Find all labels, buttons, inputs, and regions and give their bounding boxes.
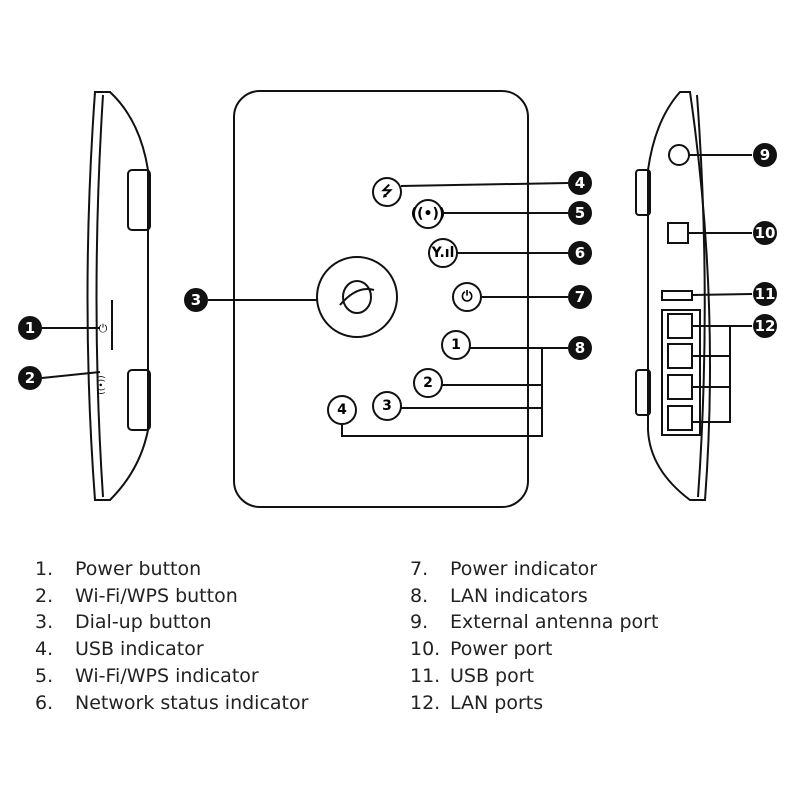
legend-item: 4. USB indicator <box>35 636 308 663</box>
legend-num: 5. <box>35 664 54 687</box>
svg-text:1: 1 <box>25 319 35 337</box>
signal-icon: Y.ıl <box>431 245 455 261</box>
lan-port <box>667 405 693 431</box>
power-button-icon[interactable]: ⏻ <box>99 322 108 335</box>
callout-12: 12 <box>753 314 777 338</box>
callout-6: 6 <box>568 241 592 265</box>
lan-port <box>667 313 693 339</box>
legend-label: External antenna port <box>450 611 659 634</box>
callout-10: 10 <box>753 221 777 245</box>
legend-item: 1. Power button <box>35 556 308 583</box>
callout-2: 2 <box>18 366 42 390</box>
legend-item: 8. LAN indicators <box>410 583 658 610</box>
legend-label: LAN indicators <box>450 584 588 607</box>
callout-8: 8 <box>568 336 592 360</box>
legend-num: 12. <box>410 691 441 714</box>
callout-3: 3 <box>184 288 208 312</box>
right-side-view <box>635 91 711 501</box>
callout-4: 4 <box>568 171 592 195</box>
lan-port <box>667 343 693 369</box>
legend-num: 2. <box>35 584 54 607</box>
callout-1: 1 <box>18 316 42 340</box>
legend-label: Wi-Fi/WPS button <box>75 584 238 607</box>
callout-7: 7 <box>568 285 592 309</box>
svg-text:5: 5 <box>575 204 585 222</box>
callout-11: 11 <box>753 282 777 306</box>
legend-label: Dial-up button <box>75 611 212 634</box>
svg-text:8: 8 <box>575 339 585 357</box>
legend-num: 8. <box>410 584 429 607</box>
callout-9: 9 <box>753 143 777 167</box>
svg-text:6: 6 <box>575 244 585 262</box>
dial-up-button[interactable] <box>316 256 398 338</box>
legend-num: 1. <box>35 558 54 580</box>
legend-right: 7. Power indicator 8. LAN indicators 9. Ext… <box>410 556 658 716</box>
legend-label: USB port <box>450 664 534 687</box>
usb-icon: ⭍ <box>381 184 393 200</box>
svg-text:3: 3 <box>191 291 201 309</box>
lan-indicator-1: 1 <box>451 337 461 353</box>
lan-indicator-3: 3 <box>382 398 392 414</box>
power-port <box>667 222 689 244</box>
legend-item: 5. Wi-Fi/WPS indicator <box>35 663 308 690</box>
legend-item: 11. USB port <box>410 663 658 690</box>
usb-port <box>661 290 693 301</box>
legend-num: 10. <box>410 638 441 661</box>
lan-indicator-2: 2 <box>423 375 433 391</box>
legend-label: Wi-Fi/WPS indicator <box>75 664 259 687</box>
wifi-wps-button-icon[interactable]: ((•)) <box>97 375 107 394</box>
svg-text:10: 10 <box>755 224 776 242</box>
svg-text:11: 11 <box>755 285 776 303</box>
legend-label: USB indicator <box>75 638 204 661</box>
legend-item: 3. Dial-up button <box>35 609 308 636</box>
svg-text:12: 12 <box>755 317 776 335</box>
legend-label: Power indicator <box>450 558 598 580</box>
left-side-view: ⏻ ((•)) <box>86 91 151 501</box>
legend-item: 2. Wi-Fi/WPS button <box>35 583 308 610</box>
legend-label: Power port <box>450 638 553 661</box>
svg-text:4: 4 <box>575 174 585 192</box>
legend-left: 1. Power button 2. Wi-Fi/WPS button 3. Dial… <box>35 556 308 716</box>
legend-label: Power button <box>75 558 202 580</box>
legend-num: 9. <box>410 611 429 634</box>
globe-icon <box>342 280 372 314</box>
legend-num: 4. <box>35 638 54 661</box>
legend-item: 12. LAN ports <box>410 690 658 717</box>
svg-text:9: 9 <box>760 146 770 164</box>
legend-num: 7. <box>410 558 429 580</box>
legend-item: 9. External antenna port <box>410 609 658 636</box>
lan-indicator-4: 4 <box>337 402 347 418</box>
legend-item: 7. Power indicator <box>410 556 658 583</box>
power-icon: ⏻ <box>461 289 472 305</box>
callout-5: 5 <box>568 201 592 225</box>
legend-num: 6. <box>35 691 54 714</box>
antenna-port <box>668 144 690 166</box>
legend-num: 11. <box>410 664 441 687</box>
legend-item: 6. Network status indicator <box>35 690 308 717</box>
legend-item: 10. Power port <box>410 636 658 663</box>
legend-label: LAN ports <box>450 691 544 714</box>
svg-text:2: 2 <box>25 369 35 387</box>
lan-port <box>667 374 693 400</box>
wifi-icon: ((•)) <box>411 206 446 222</box>
legend-num: 3. <box>35 611 54 634</box>
svg-text:7: 7 <box>575 288 585 306</box>
legend-label: Network status indicator <box>75 691 309 714</box>
